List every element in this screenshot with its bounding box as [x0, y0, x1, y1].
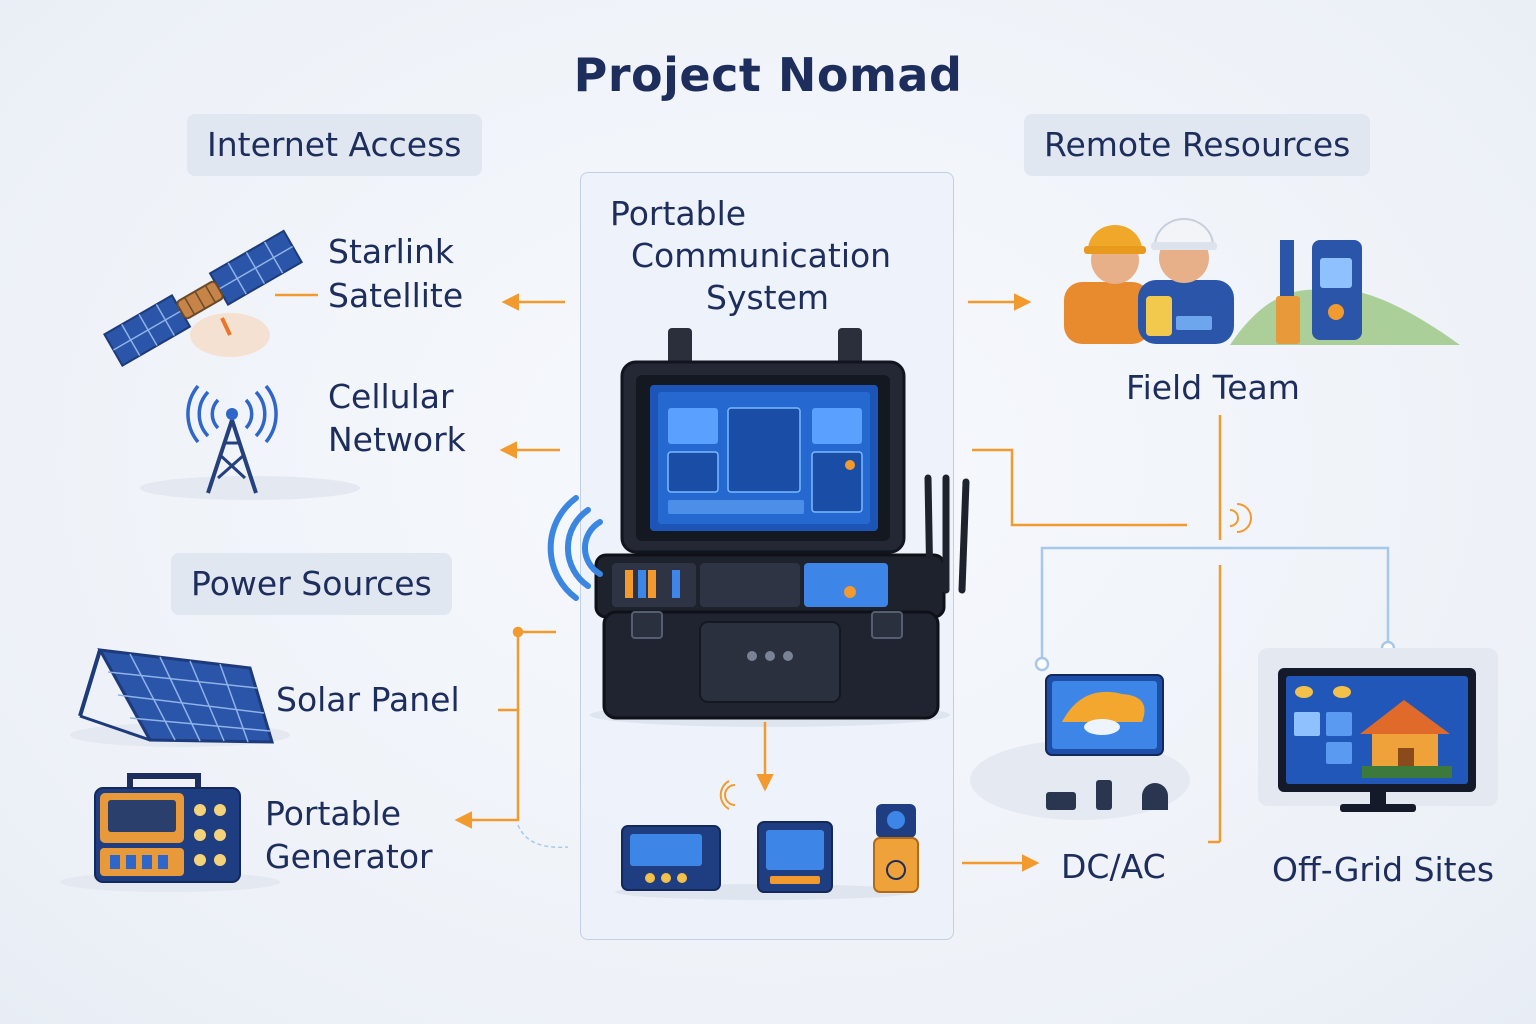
- remote-resources-header: Remote Resources: [1024, 114, 1371, 176]
- offgrid-sites-label: Off-Grid Sites: [1272, 850, 1495, 889]
- resource-connectors: [972, 415, 1396, 844]
- generator-label-line2: Generator: [265, 837, 433, 876]
- power-connectors: [454, 626, 556, 829]
- field-team-icon: [1064, 218, 1460, 345]
- power-sources-header: Power Sources: [171, 553, 452, 615]
- portable-comms-case-icon: [547, 328, 970, 727]
- satellite-icon: [103, 229, 304, 367]
- dcac-icon: [970, 674, 1190, 820]
- offgrid-monitor-icon: [1258, 648, 1498, 812]
- dcac-label: DC/AC: [1061, 847, 1166, 886]
- starlink-label-line1: Starlink: [328, 232, 455, 271]
- cell-tower-icon: [140, 384, 360, 500]
- field-team-label: Field Team: [1126, 368, 1300, 407]
- generator-label-line1: Portable: [265, 794, 402, 833]
- center-title-line3: System: [706, 278, 830, 317]
- solar-panel-label: Solar Panel: [276, 680, 460, 719]
- cellular-label-line1: Cellular: [328, 377, 454, 416]
- internet-access-header: Internet Access: [187, 114, 482, 176]
- starlink-label-line2: Satellite: [328, 276, 464, 315]
- page-title: Project Nomad: [573, 48, 963, 102]
- center-title-line1: Portable: [610, 194, 747, 233]
- solar-panel-icon: [70, 648, 290, 747]
- center-title-line2: Communication: [631, 236, 892, 275]
- cellular-label-line2: Network: [328, 420, 466, 459]
- generator-icon: [60, 773, 280, 892]
- devices-icon: [615, 804, 919, 900]
